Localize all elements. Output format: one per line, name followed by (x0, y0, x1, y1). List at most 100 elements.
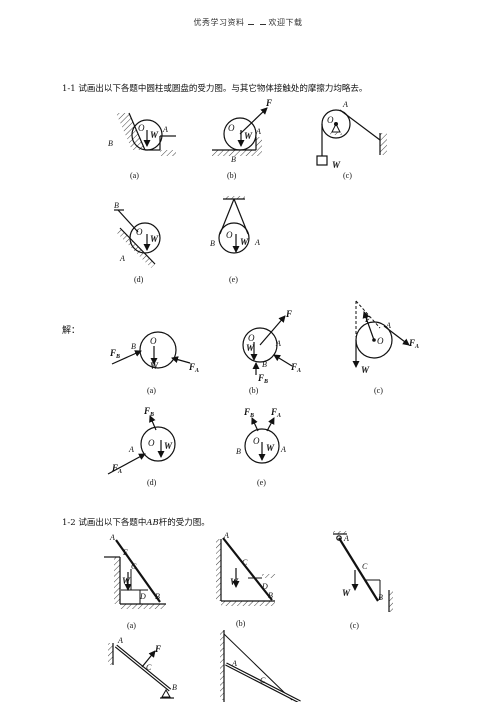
label-o: O (226, 230, 233, 240)
label-a: A (231, 659, 237, 668)
label-b: B (231, 155, 236, 164)
label-force-b: FB (143, 406, 154, 418)
problem-1-2-d-figure: A F C B (108, 636, 177, 699)
label-force-a: FA (290, 362, 301, 374)
label-w: W (244, 131, 253, 141)
caption-d: (d) (134, 275, 144, 284)
label-a: A (385, 321, 391, 330)
label-w: W (122, 576, 131, 586)
label-b: B (108, 139, 113, 148)
header-left: 优秀学习资料 (193, 18, 245, 27)
label-w: W (230, 577, 239, 587)
label-f: F (154, 644, 161, 654)
label-o: O (228, 123, 235, 133)
problem-c-figure: O A W (c) (316, 100, 387, 180)
label-force-a: FA (111, 463, 122, 475)
label-a: A (117, 636, 123, 645)
label-o: O (253, 436, 260, 446)
problem-a-figure: O W A B (a) (108, 112, 176, 180)
label-a: A (223, 531, 229, 540)
problem-d-figure: B O W A (d) (114, 201, 161, 284)
label-w: W (150, 130, 159, 140)
label-f: F (285, 309, 292, 319)
label-o: O (377, 336, 384, 346)
label-o: O (327, 115, 334, 125)
label-e: E (122, 548, 128, 557)
question-1-1-title: 1-1 试画出以下各题中圆柱或圆盘的受力图。与其它物体接触处的摩擦力均略去。 (62, 84, 368, 94)
label-w: W (266, 443, 275, 453)
caption-1-2-b: (b) (236, 619, 246, 628)
problem-1-2-b-figure: A C W D B (b) (216, 531, 276, 628)
header-separator (247, 24, 254, 25)
problem-e-figure: O W B A (e) (210, 196, 260, 284)
label-b: B (131, 342, 136, 351)
label-w: W (246, 343, 255, 353)
label-a: A (343, 534, 349, 543)
label-o: O (138, 123, 145, 133)
label-a: A (119, 254, 125, 263)
caption-1-2-a: (a) (127, 621, 136, 630)
label-force-a: FA (270, 407, 281, 419)
label-b: B (268, 591, 273, 600)
question-1-2-title: 1-2 试画出以下各题中AB杆的受力图。 (62, 516, 210, 528)
solution-e-figure: FB FA O W B A (e) (236, 407, 286, 487)
label-force-b: FB (257, 373, 268, 385)
label-a: A (254, 238, 260, 247)
label-o: O (150, 336, 157, 346)
header-right: 欢迎下载 (268, 18, 303, 27)
label-c: C (146, 663, 152, 672)
solution-a-figure: O B W FB FA (a) (109, 331, 199, 395)
solution-c-figure: F A O FA W (c) (352, 300, 419, 395)
problem-1-2-c-figure: A C W B (c) (333, 531, 393, 630)
solution-caption-a: (a) (147, 386, 156, 395)
caption-1-2-c: (c) (350, 621, 359, 630)
label-a: A (275, 339, 281, 348)
label-d: D (139, 592, 146, 601)
label-c: C (131, 562, 137, 571)
label-force-o: F (364, 315, 371, 324)
label-b: B (172, 683, 177, 692)
caption-e: (e) (229, 275, 238, 284)
label-force-b: FB (243, 407, 254, 419)
label-b: B (262, 360, 267, 369)
label-b: B (210, 239, 215, 248)
title-italic: AB (146, 518, 159, 528)
label-a: A (342, 100, 348, 109)
label-o: O (136, 227, 143, 237)
label-b: B (155, 592, 160, 601)
label-c: C (260, 676, 266, 685)
caption-b: (b) (227, 171, 237, 180)
label-force-a: FA (188, 362, 199, 374)
label-a: A (255, 127, 261, 136)
solution-label: 解： (62, 326, 81, 336)
title-prefix: 1-2 试画出以下各题中 (62, 518, 147, 528)
header-separator (259, 24, 266, 25)
label-w: W (361, 365, 370, 375)
label-f: F (265, 98, 272, 108)
problem-b-figure: F O W A B (b) (212, 98, 272, 180)
problem-1-2-e-figure: A C (220, 630, 301, 702)
solution-caption-c: (c) (374, 386, 383, 395)
caption-a: (a) (130, 171, 139, 180)
label-w: W (332, 160, 341, 170)
label-a: A (109, 533, 115, 542)
label-o: O (148, 438, 155, 448)
label-b: B (378, 593, 383, 602)
label-a: A (280, 445, 286, 454)
label-o: O (248, 333, 255, 343)
label-b: B (114, 201, 119, 210)
label-w: W (164, 441, 173, 451)
title-suffix: 杆的受力图。 (158, 518, 210, 528)
label-w: W (342, 588, 351, 598)
label-a: A (128, 445, 134, 454)
label-force-b: FB (109, 348, 120, 360)
solution-caption-e: (e) (257, 478, 266, 487)
page-header: 优秀学习资料 欢迎下载 (0, 17, 496, 28)
label-c: C (242, 558, 248, 567)
label-d: D (261, 582, 268, 591)
label-w: W (150, 361, 159, 371)
solution-b-figure: F O W A B FA FB (b) (242, 309, 301, 395)
solution-d-figure: FB O W A FA (d) (107, 406, 176, 487)
caption-c: (c) (343, 171, 352, 180)
